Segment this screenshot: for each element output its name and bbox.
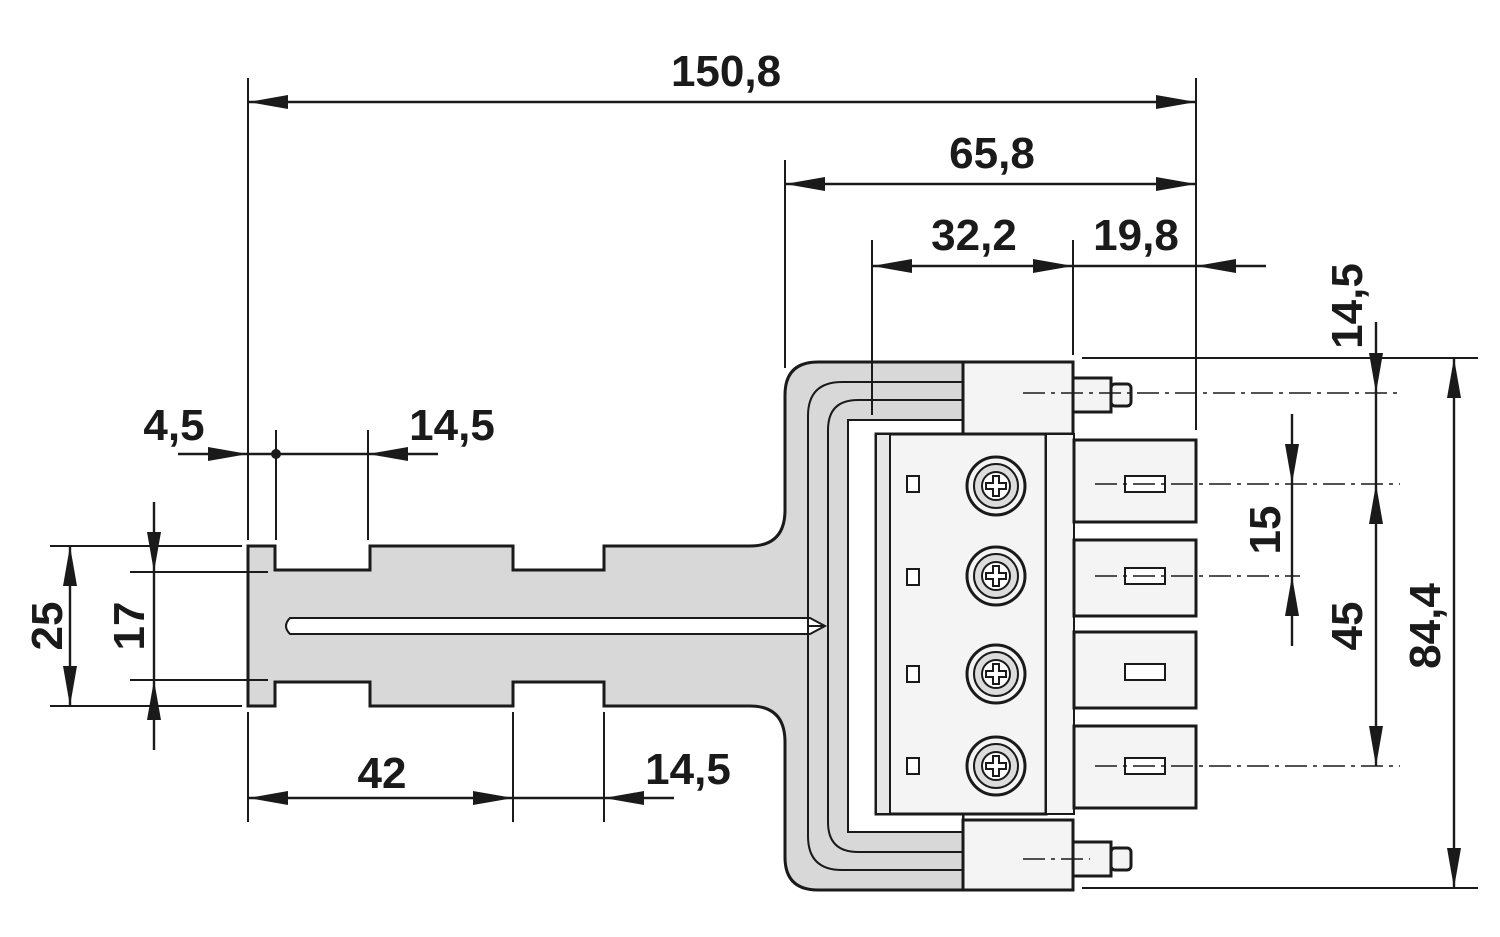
dim-pitch: 15 <box>1241 506 1290 555</box>
datum-point <box>271 449 281 459</box>
guide-pin-top <box>1071 376 1133 414</box>
dim-key-height-inner: 17 <box>105 602 154 651</box>
extension-lines <box>50 78 1478 889</box>
key-slot <box>285 617 828 635</box>
dim-key-notch-bottom: 14,5 <box>645 745 731 794</box>
dim-key-notch-position: 42 <box>358 749 407 798</box>
dim-pin-offset: 14,5 <box>1323 263 1372 349</box>
rail-inner <box>827 399 963 853</box>
contact-blade <box>1072 438 1198 524</box>
position-markers <box>906 475 920 775</box>
dim-overall-length: 150,8 <box>671 47 781 96</box>
dim-connector-length: 65,8 <box>949 129 1035 178</box>
latch-top <box>961 360 1075 436</box>
connector-rib <box>1045 433 1075 815</box>
dim-key-tip-offset: 4,5 <box>143 401 204 450</box>
screw-terminals <box>965 455 1027 797</box>
dim-overall-height: 84,4 <box>1401 583 1450 669</box>
connector-housing <box>847 360 1133 892</box>
dim-key-height-outer: 25 <box>23 602 72 651</box>
dimension-labels: 150,8 65,8 32,2 19,8 4,5 14,5 42 14,5 25… <box>23 47 1450 798</box>
screw-icon <box>965 545 1027 607</box>
dim-key-notch-top: 14,5 <box>409 401 495 450</box>
screw-icon <box>965 643 1027 705</box>
contact-blades <box>1072 438 1198 810</box>
dim-outer-pitch: 45 <box>1323 602 1372 651</box>
centerlines <box>1023 392 1400 860</box>
dim-contact-length: 19,8 <box>1093 211 1179 260</box>
connector-front-strip <box>875 433 891 815</box>
latch-bottom <box>961 818 1075 892</box>
dimension-lines <box>63 95 1461 888</box>
screw-icon <box>965 735 1027 797</box>
screw-icon <box>965 455 1027 517</box>
dim-housing-depth: 32,2 <box>931 211 1017 260</box>
